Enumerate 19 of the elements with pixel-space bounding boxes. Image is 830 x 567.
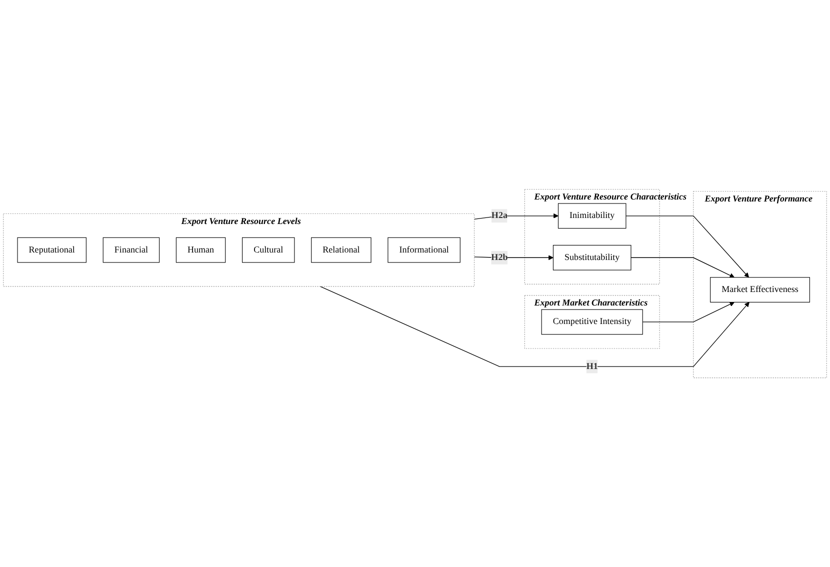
node-box: Competitive Intensity (541, 309, 643, 335)
edge-label: H2a (491, 210, 508, 220)
arrow (320, 286, 750, 367)
node-box: Financial (102, 237, 160, 263)
node-box: Informational (388, 237, 460, 263)
arrow (630, 257, 735, 278)
edge-label: H2b (491, 252, 508, 262)
node-box: Relational (311, 237, 372, 263)
arrow (642, 302, 735, 322)
node-box: Cultural (242, 237, 295, 263)
node-label: Export Venture Resource Characteristics (534, 192, 686, 202)
node-box: Reputational (17, 237, 86, 263)
edge-label: H1 (586, 361, 598, 371)
node-box: Inimitability (558, 203, 626, 228)
arrow (474, 213, 558, 220)
node-box: Substitutability (552, 244, 632, 270)
node-box: Human (176, 237, 226, 263)
node-box: Market Effectiveness (710, 277, 810, 302)
arrow (626, 215, 750, 278)
